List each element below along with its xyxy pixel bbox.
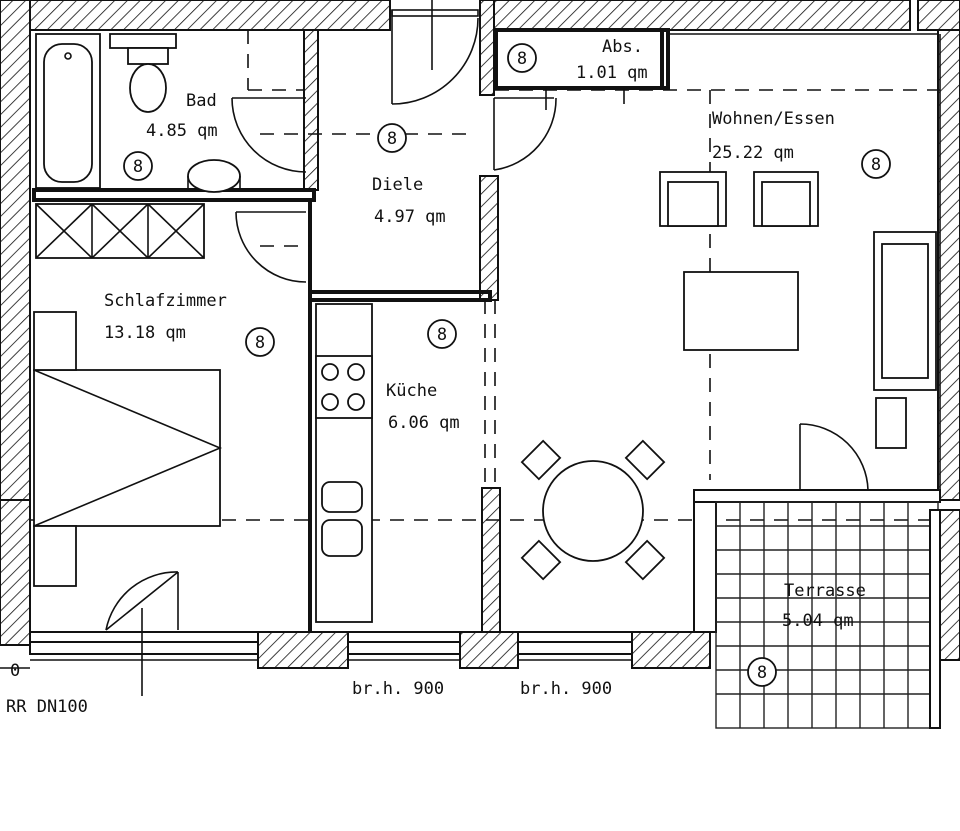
entrance-door: [391, 0, 479, 105]
washbasin: [187, 159, 241, 193]
label-terrasse-area: 5.04 qm: [782, 611, 854, 631]
svg-text:8: 8: [871, 155, 881, 175]
label-abs-area: 1.01 qm: [576, 63, 648, 83]
label-diele-name: Diele: [372, 175, 423, 195]
label-schlaf-area: 13.18 qm: [104, 323, 186, 343]
bottom-wall: [29, 631, 711, 669]
label-diele-area: 4.97 qm: [374, 207, 446, 227]
bed: [33, 311, 223, 587]
label-bad-name: Bad: [186, 91, 217, 111]
rr-dn-label: RR DN100: [6, 697, 88, 717]
label-abs-name: Abs.: [602, 37, 643, 57]
marker-abs: 8: [507, 43, 537, 73]
marker-diele: 8: [377, 123, 407, 153]
marker-schlaf: 8: [245, 327, 275, 357]
room-labels: Bad 4.85 qm Diele 4.97 qm Abs. 1.01 qm W…: [104, 37, 866, 631]
sofa: [873, 231, 937, 391]
armchair-right: [753, 171, 819, 227]
marker-kueche: 8: [427, 319, 457, 349]
label-kueche-area: 6.06 qm: [388, 413, 460, 433]
kitchen-counter: [315, 303, 373, 623]
label-bad-area: 4.85 qm: [146, 121, 218, 141]
label-wohnen-name: Wohnen/Essen: [712, 109, 835, 129]
storage-door: [545, 88, 625, 110]
svg-text:8: 8: [133, 157, 143, 177]
armchair-left: [659, 171, 727, 227]
label-kueche-name: Küche: [386, 381, 437, 401]
svg-text:8: 8: [387, 129, 397, 149]
terrace: [693, 489, 941, 729]
label-terrasse-name: Terrasse: [784, 581, 866, 601]
svg-text:8: 8: [255, 333, 265, 353]
terrace-tiles: [716, 502, 938, 728]
window-height-left: br.h. 900: [352, 679, 444, 699]
label-schlaf-name: Schlafzimmer: [104, 291, 227, 311]
toilet: [109, 33, 177, 113]
svg-text:8: 8: [517, 49, 527, 69]
room-markers: 8 8 8 8 8 8 8: [123, 43, 891, 687]
annotations: 0 RR DN100 br.h. 900 br.h. 900: [0, 661, 612, 717]
terrace-door: [799, 423, 869, 491]
window-height-right: br.h. 900: [520, 679, 612, 699]
interior-walls: [32, 0, 941, 633]
marker-bad: 8: [123, 151, 153, 181]
bath-door: [231, 97, 307, 173]
label-wohnen-area: 25.22 qm: [712, 143, 794, 163]
living-door: [493, 97, 557, 171]
marker-terrasse: 8: [747, 657, 777, 687]
bathtub: [35, 33, 101, 189]
small-zero-label: 0: [10, 661, 20, 681]
coffee-table: [683, 271, 799, 351]
side-table: [875, 397, 907, 449]
marker-wohnen: 8: [861, 149, 891, 179]
svg-text:8: 8: [437, 325, 447, 345]
wardrobe: [35, 203, 205, 259]
bedroom-door: [235, 211, 307, 283]
dining-table: [520, 439, 666, 581]
exterior-walls: [0, 0, 960, 661]
bedroom-entry-door: [105, 571, 179, 696]
svg-text:8: 8: [757, 663, 767, 683]
